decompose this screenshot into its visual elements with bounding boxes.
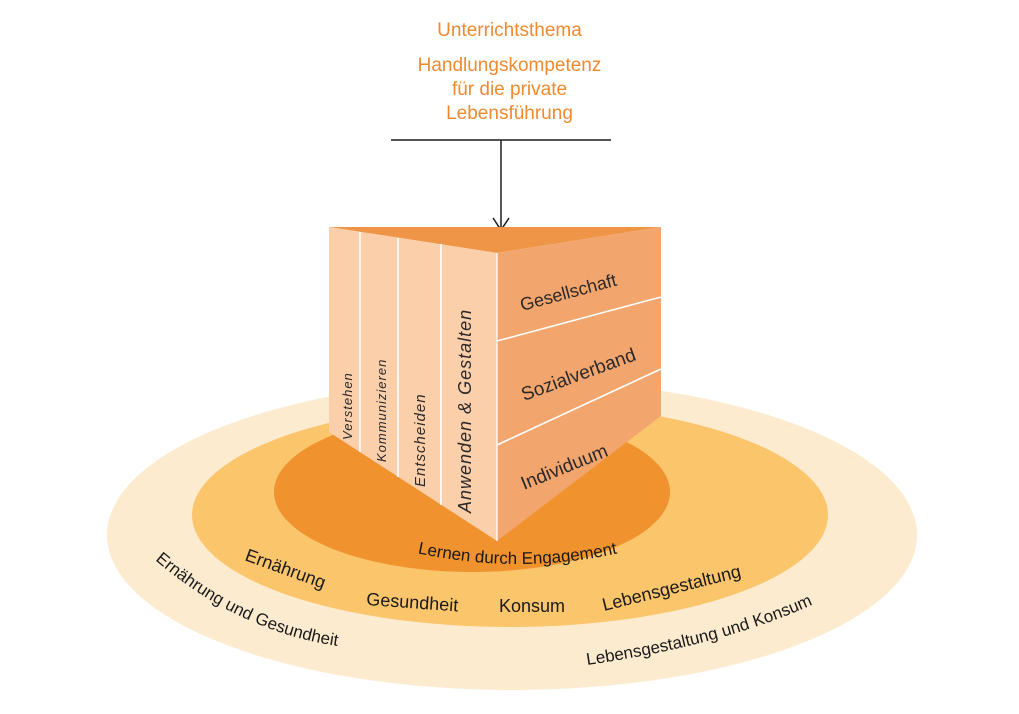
column-label-verstehen: Verstehen (340, 372, 355, 440)
cube-right-face (497, 227, 661, 541)
cube-top-face (329, 227, 661, 253)
cube-left-face (329, 227, 497, 541)
column-label-anwenden-gestalten: Anwenden & Gestalten (455, 309, 475, 514)
row-divider (496, 296, 662, 342)
competence-title-line-3: Lebensführung (446, 103, 573, 124)
column-label-entscheiden: Entscheiden (412, 393, 429, 487)
competence-title-line-1: Handlungskompetenz (417, 55, 602, 76)
topic-label: Unterrichtsthema (437, 20, 582, 41)
middle-ring-label-konsum: Konsum (499, 596, 565, 616)
row-divider (496, 368, 662, 446)
competence-title-line-2: für die private (451, 79, 568, 100)
column-label-kommunizieren: Kommunizieren (374, 359, 389, 462)
